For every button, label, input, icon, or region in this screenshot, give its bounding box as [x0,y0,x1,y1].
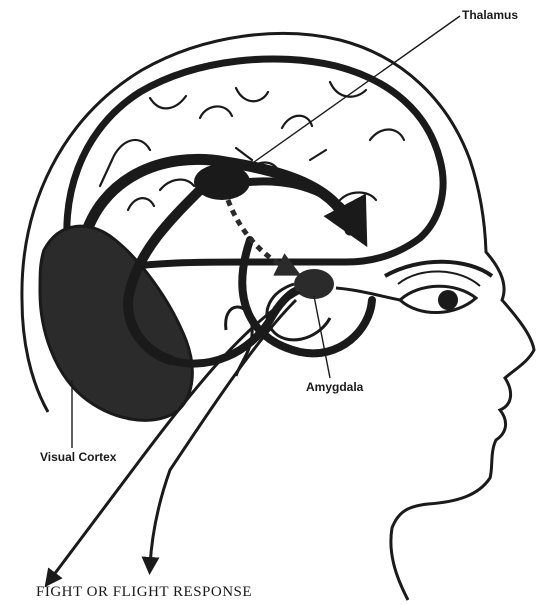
visual-cortex-region [40,226,192,420]
thalamus-label: Thalamus [462,8,518,22]
optic-pathway [336,288,400,300]
eye [385,262,492,313]
brain-folds [100,82,404,210]
thalamus-leader-line [240,16,460,172]
thalamus-node [194,164,250,200]
amygdala-leader-line [314,296,330,378]
amygdala-node [294,269,334,299]
visual-cortex-label: Visual Cortex [40,450,116,464]
fight-or-flight-caption: FIGHT OR FLIGHT RESPONSE [36,584,252,601]
amygdala-label: Amygdala [306,380,363,394]
